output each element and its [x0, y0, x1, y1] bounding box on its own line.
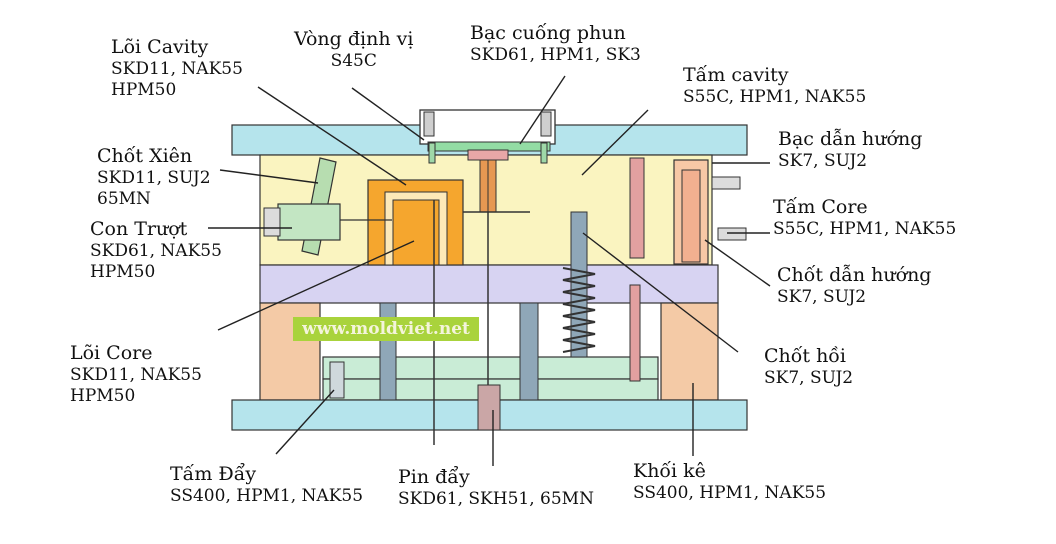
return-spring — [562, 267, 596, 353]
locating-ring — [419, 109, 556, 145]
leader-line-vong-dinh-vi — [351, 87, 425, 141]
leader-line-chot-dan-huong — [704, 239, 771, 287]
part-name: Chốt Xiên — [97, 145, 193, 167]
slide-bolt — [263, 207, 281, 237]
screw — [428, 142, 436, 164]
part-name: Pin đẩy — [398, 466, 470, 488]
screw — [629, 157, 645, 259]
part-material: SKD11, NAK55 — [111, 59, 243, 80]
part-material: HPM50 — [90, 261, 156, 282]
watermark: www.moldviet.net — [293, 317, 479, 341]
leader-line-loi-core — [217, 240, 415, 331]
part-material: SK7, SUJ2 — [764, 368, 854, 389]
part-material: S45C — [330, 51, 377, 72]
label-khoi-ke: Khối kê SS400, HPM1, NAK55 — [633, 460, 826, 504]
label-chot-hoi: Chốt hồi SK7, SUJ2 — [764, 345, 853, 389]
side-bolt — [711, 176, 741, 190]
label-loi-core: Lõi Core SKD11, NAK55 HPM50 — [70, 342, 202, 407]
label-bac-dan-huong: Bạc dẫn hướng SK7, SUJ2 — [778, 128, 922, 172]
part-name: Bạc dẫn hướng — [778, 128, 923, 150]
ejector-pin-head — [629, 284, 641, 382]
part-material: S55C, HPM1, NAK55 — [683, 87, 867, 108]
ejector-pin-head — [329, 361, 345, 399]
part-material: SK7, SUJ2 — [778, 151, 868, 172]
part-name: Bạc cuống phun — [470, 22, 626, 44]
part-material: 65MN — [97, 188, 151, 209]
part-name: Chốt hồi — [764, 345, 847, 367]
part-material: SKD61, SKH51, 65MN — [398, 489, 594, 510]
part-name: Tấm cavity — [683, 64, 789, 86]
support-pillar — [519, 302, 539, 401]
core-insert — [392, 199, 440, 266]
part-name: Lõi Core — [70, 342, 153, 364]
part-material: HPM50 — [111, 79, 177, 100]
leader-line-chot-hoi — [582, 232, 739, 353]
part-name: Khối kê — [633, 460, 706, 482]
label-loi-cavity: Lõi Cavity SKD11, NAK55 HPM50 — [111, 36, 243, 101]
screw — [423, 111, 435, 137]
core-plate — [259, 264, 719, 304]
part-material: SKD61, NAK55 — [90, 241, 222, 262]
label-con-truot: Con Trượt SKD61, NAK55 HPM50 — [90, 218, 222, 283]
guide-pin — [681, 169, 701, 263]
part-material: SS400, HPM1, NAK55 — [633, 483, 827, 504]
label-tam-cavity: Tấm cavity S55C, HPM1, NAK55 — [683, 64, 866, 108]
part-material: SKD11, NAK55 — [70, 365, 202, 386]
part-material: HPM50 — [70, 385, 136, 406]
label-tam-day: Tấm Đẩy SS400, HPM1, NAK55 — [170, 463, 363, 507]
label-chot-dan-huong: Chốt dẫn hướng SK7, SUJ2 — [777, 264, 931, 308]
screw — [540, 142, 548, 164]
part-material: SS400, HPM1, NAK55 — [170, 486, 364, 507]
part-material: SK7, SUJ2 — [777, 287, 867, 308]
label-chot-xien: Chốt Xiên SKD11, SUJ2 65MN — [97, 145, 211, 210]
leader-line-chot-xien — [219, 169, 319, 184]
leader-line-tam-day — [275, 389, 335, 455]
ejector-rod — [477, 384, 501, 431]
part-material: SKD61, HPM1, SK3 — [470, 45, 641, 66]
part-name: Tấm Đẩy — [170, 463, 257, 485]
slide — [277, 203, 341, 241]
part-material: S55C, HPM1, NAK55 — [773, 219, 957, 240]
label-pin-day: Pin đẩy SKD61, SKH51, 65MN — [398, 466, 594, 510]
part-name: Lõi Cavity — [111, 36, 209, 58]
leader-line-tam-cavity — [581, 109, 649, 176]
part-name: Chốt dẫn hướng — [777, 264, 932, 286]
screw — [540, 111, 552, 137]
leader-line-loi-cavity — [257, 86, 407, 186]
label-vong-dinh-vi: Vòng định vị S45C — [294, 28, 413, 72]
leader-line-bac-cuong-phun — [519, 75, 566, 145]
label-tam-core: Tấm Core S55C, HPM1, NAK55 — [773, 196, 956, 240]
side-bolt — [717, 227, 747, 241]
part-material: SKD11, SUJ2 — [97, 168, 211, 189]
label-bac-cuong-phun: Bạc cuống phun SKD61, HPM1, SK3 — [470, 22, 641, 66]
part-name: Vòng định vị — [294, 28, 414, 50]
part-name: Con Trượt — [90, 218, 188, 240]
part-name: Tấm Core — [773, 196, 868, 218]
